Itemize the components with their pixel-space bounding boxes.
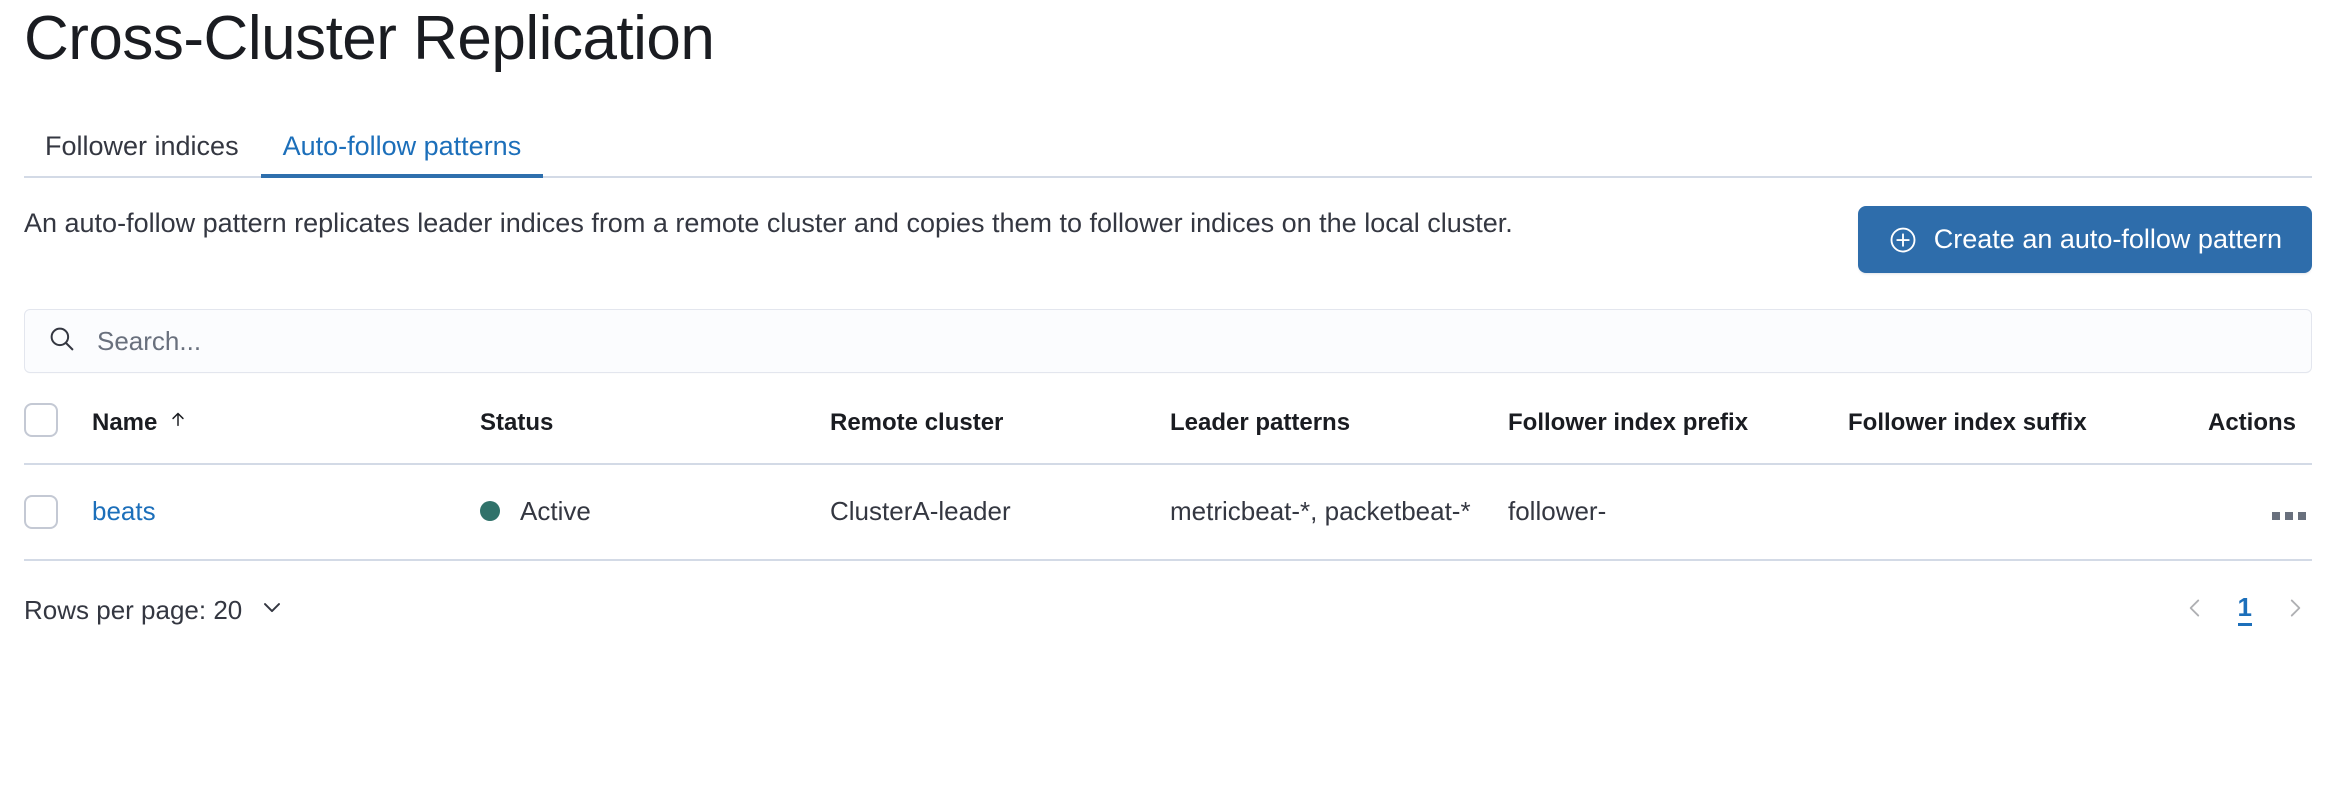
row-follower-index-prefix-cell: follower- xyxy=(1508,464,1848,561)
table-row: beats Active ClusterA-leader metricbeat-… xyxy=(24,464,2312,561)
column-header-remote-cluster[interactable]: Remote cluster xyxy=(830,403,1170,465)
column-header-name[interactable]: Name xyxy=(92,403,480,465)
column-header-status[interactable]: Status xyxy=(480,403,830,465)
rows-per-page-selector[interactable]: Rows per page: 20 xyxy=(24,593,286,628)
row-name-cell: beats xyxy=(92,464,480,561)
intro-description: An auto-follow pattern replicates leader… xyxy=(24,208,1513,238)
search-bar[interactable] xyxy=(24,309,2312,373)
sort-by-name[interactable]: Name xyxy=(92,408,189,437)
row-status-cell: Active xyxy=(480,464,830,561)
row-leader-patterns-cell: metricbeat-*, packetbeat-* xyxy=(1170,464,1508,561)
row-checkbox[interactable] xyxy=(24,494,58,529)
auto-follow-pattern-link[interactable]: beats xyxy=(92,496,156,527)
ellipsis-horizontal-icon[interactable] xyxy=(2266,506,2312,526)
tab-auto-follow-patterns[interactable]: Auto-follow patterns xyxy=(260,133,544,178)
row-remote-cluster-cell: ClusterA-leader xyxy=(830,464,1170,561)
select-all-checkbox[interactable] xyxy=(24,403,58,437)
column-header-actions: Actions xyxy=(2208,403,2312,465)
search-icon xyxy=(47,324,77,359)
rows-per-page-label: Rows per page: 20 xyxy=(24,594,243,625)
row-follower-index-suffix-cell xyxy=(1848,464,2208,561)
status-badge: Active xyxy=(520,495,591,526)
row-actions-cell xyxy=(2208,464,2312,561)
page-title: Cross-Cluster Replication xyxy=(24,4,715,73)
plus-in-circle-icon xyxy=(1888,225,1918,255)
auto-follow-patterns-table: Name Status Remote cluster Leader patter… xyxy=(24,403,2312,561)
create-auto-follow-pattern-label: Create an auto-follow pattern xyxy=(1933,224,2282,254)
chevron-right-icon[interactable] xyxy=(2278,591,2312,630)
create-auto-follow-pattern-button[interactable]: Create an auto-follow pattern xyxy=(1857,206,2312,273)
sort-ascending-icon xyxy=(167,408,189,437)
tab-follower-indices[interactable]: Follower indices xyxy=(45,131,239,161)
search-input[interactable] xyxy=(95,324,2289,358)
pagination: 1 xyxy=(2178,591,2312,630)
column-header-name-label: Name xyxy=(92,408,158,436)
table-footer: Rows per page: 20 1 xyxy=(24,591,2312,630)
intro-section: An auto-follow pattern replicates leader… xyxy=(24,204,2312,273)
pagination-page-1[interactable]: 1 xyxy=(2237,594,2252,627)
status-dot-icon xyxy=(480,501,500,522)
chevron-down-icon xyxy=(258,593,286,628)
column-header-leader-patterns[interactable]: Leader patterns xyxy=(1170,403,1508,465)
select-all-header xyxy=(24,403,92,465)
table-header-row: Name Status Remote cluster Leader patter… xyxy=(24,403,2312,465)
tab-bar: Follower indices Auto-follow patterns xyxy=(24,116,2312,178)
row-select-cell xyxy=(24,464,92,561)
chevron-left-icon[interactable] xyxy=(2178,591,2212,630)
column-header-follower-index-suffix[interactable]: Follower index suffix xyxy=(1848,403,2208,465)
column-header-follower-index-prefix[interactable]: Follower index prefix xyxy=(1508,403,1848,465)
